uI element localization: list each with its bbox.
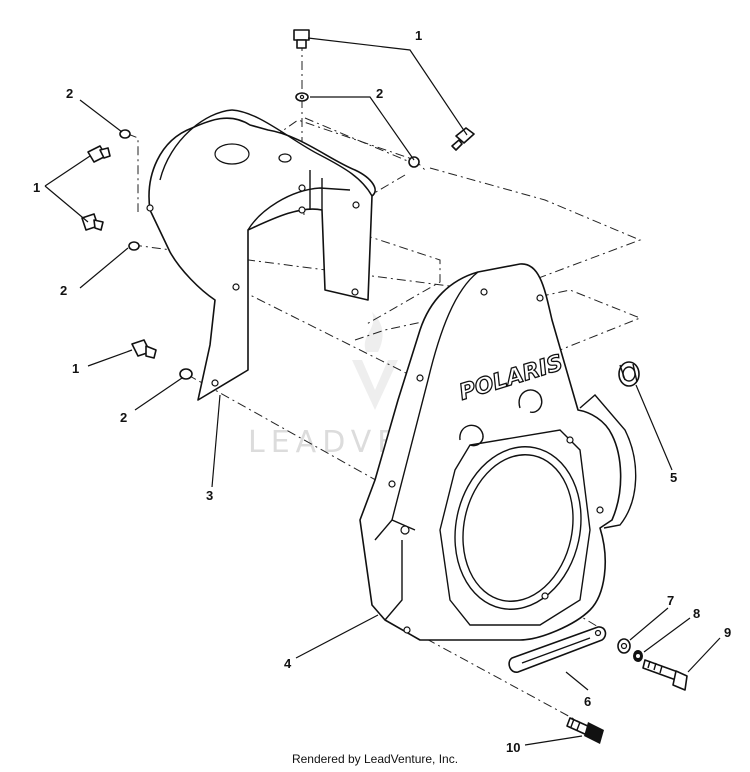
- callout-2: 2: [66, 86, 73, 101]
- callouts: 1 2 2 1 2 1 2 3 4 5 6 7 8 9 10: [33, 28, 731, 755]
- callout-10: 10: [506, 740, 520, 755]
- watermark-logo-icon: [352, 312, 398, 410]
- bolt-9: [642, 659, 688, 691]
- callout-1: 1: [33, 180, 40, 195]
- screw-upper-right: [451, 127, 475, 151]
- callout-2: 2: [120, 410, 127, 425]
- callout-6: 6: [584, 694, 591, 709]
- callout-5: 5: [670, 470, 677, 485]
- callout-8: 8: [693, 606, 700, 621]
- bracket-strap: [508, 626, 607, 673]
- screw-mid-left: [131, 339, 157, 359]
- blower-housing: POLARIS: [359, 263, 637, 641]
- callout-2: 2: [60, 283, 67, 298]
- washers-2: [119, 92, 420, 380]
- screw-left-upper: [87, 145, 111, 163]
- screw-top: [293, 29, 310, 49]
- callout-3: 3: [206, 488, 213, 503]
- callout-7: 7: [667, 593, 674, 608]
- leader-lines: [44, 37, 721, 746]
- callout-1: 1: [72, 361, 79, 376]
- washers-7-8: [617, 638, 643, 662]
- grommet: [618, 361, 640, 387]
- screw-left-lower: [81, 213, 104, 231]
- bolt-10: [566, 717, 604, 744]
- upper-shroud: [146, 109, 376, 401]
- callout-2: 2: [376, 86, 383, 101]
- footer-credit: Rendered by LeadVenture, Inc.: [291, 752, 459, 766]
- callout-4: 4: [284, 656, 292, 671]
- callout-9: 9: [724, 625, 731, 640]
- callout-1: 1: [415, 28, 422, 43]
